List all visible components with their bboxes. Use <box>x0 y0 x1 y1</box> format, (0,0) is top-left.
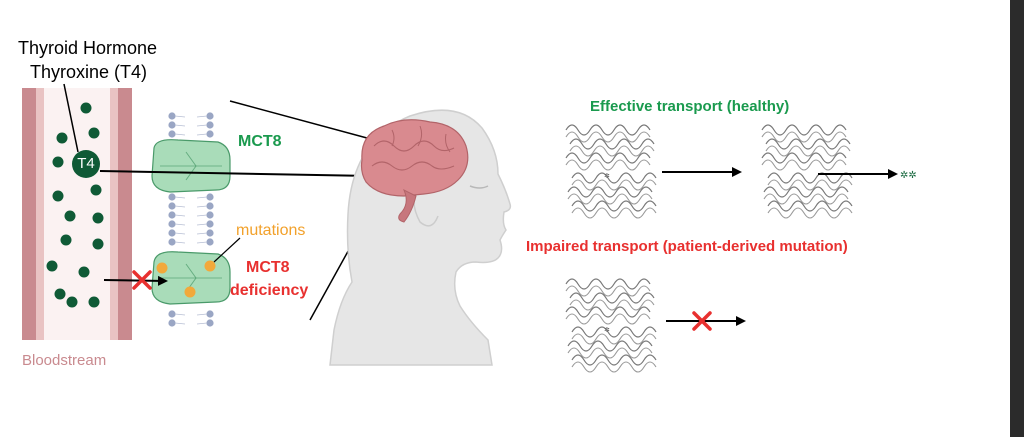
lipid-tail <box>196 232 208 235</box>
lipid-tail <box>196 322 208 325</box>
lipid-tail <box>196 124 208 127</box>
lipid-tail <box>174 205 186 208</box>
lipid-head <box>168 319 176 327</box>
effective-transport-heading: Effective transport (healthy) <box>590 98 790 115</box>
t4-transport-arrow <box>99 170 374 181</box>
lipid-tail <box>174 232 186 235</box>
mutations-label: mutations <box>236 222 306 239</box>
right-edge-bar <box>1010 0 1024 437</box>
lipid-tail <box>196 223 208 226</box>
lipid-head <box>168 310 176 318</box>
impaired-block-x-icon <box>692 311 712 331</box>
lipid-tail <box>196 115 208 118</box>
t4-label: T4 <box>77 155 95 172</box>
lipid-head <box>206 220 214 228</box>
lipid-tail <box>174 124 186 127</box>
lipid-head <box>206 238 214 246</box>
brain-icon <box>360 119 469 223</box>
lipid-head <box>168 193 176 201</box>
deficiency-label-line2: deficiency <box>230 282 309 299</box>
lipid-tail <box>174 313 186 316</box>
protein-structure-healthy: ✲ <box>565 124 657 219</box>
lipid-tail <box>196 133 208 136</box>
cell-membrane <box>168 112 214 327</box>
block-x-icon <box>132 270 152 290</box>
lipid-tail <box>174 196 186 199</box>
lipid-head <box>168 130 176 138</box>
lipid-tail <box>196 205 208 208</box>
hormone-title-line1: Thyroid Hormone <box>18 38 158 58</box>
lipid-head <box>168 229 176 237</box>
lipid-tail <box>196 196 208 199</box>
lipid-tail <box>174 214 186 217</box>
lipid-head <box>206 193 214 201</box>
protein-structure-transported <box>761 124 853 219</box>
lipid-tail <box>196 241 208 244</box>
bloodstream-label: Bloodstream <box>22 352 107 369</box>
lipid-head <box>206 211 214 219</box>
lipid-head <box>206 229 214 237</box>
lipid-tail <box>174 241 186 244</box>
lipid-head <box>168 202 176 210</box>
mct8-transporter <box>151 139 231 193</box>
lipid-head <box>168 211 176 219</box>
lipid-head <box>206 121 214 129</box>
svg-text:✲: ✲ <box>604 326 610 334</box>
lipid-head <box>206 112 214 120</box>
lipid-head <box>206 202 214 210</box>
lipid-tail <box>174 322 186 325</box>
lipid-head <box>168 112 176 120</box>
lipid-tail <box>196 214 208 217</box>
blocked-transport-arrow <box>103 275 168 286</box>
lipid-head <box>206 130 214 138</box>
t4-molecules <box>46 102 104 308</box>
svg-text:✲: ✲ <box>604 172 610 180</box>
lipid-head <box>168 238 176 246</box>
lipid-tail <box>196 313 208 316</box>
mutation-sites <box>156 260 216 298</box>
lipid-head <box>168 220 176 228</box>
lipid-tail <box>174 133 186 136</box>
deficiency-label-line1: MCT8 <box>246 259 290 276</box>
t4-highlight-molecule <box>72 150 100 178</box>
protein-structure-mutant: ✲ <box>565 278 657 373</box>
released-t4-molecule: ✲✲ <box>900 170 917 181</box>
lipid-head <box>206 319 214 327</box>
t4-pointer-line <box>63 83 79 153</box>
mutations-pointer-line <box>213 237 241 263</box>
lipid-head <box>168 121 176 129</box>
lipid-head <box>206 310 214 318</box>
impaired-transport-heading: Impaired transport (patient-derived muta… <box>526 238 848 255</box>
hormone-title-line2: Thyroxine (T4) <box>30 62 148 82</box>
lipid-tail <box>174 115 186 118</box>
mct8-label: MCT8 <box>238 133 282 150</box>
lipid-tail <box>174 223 186 226</box>
